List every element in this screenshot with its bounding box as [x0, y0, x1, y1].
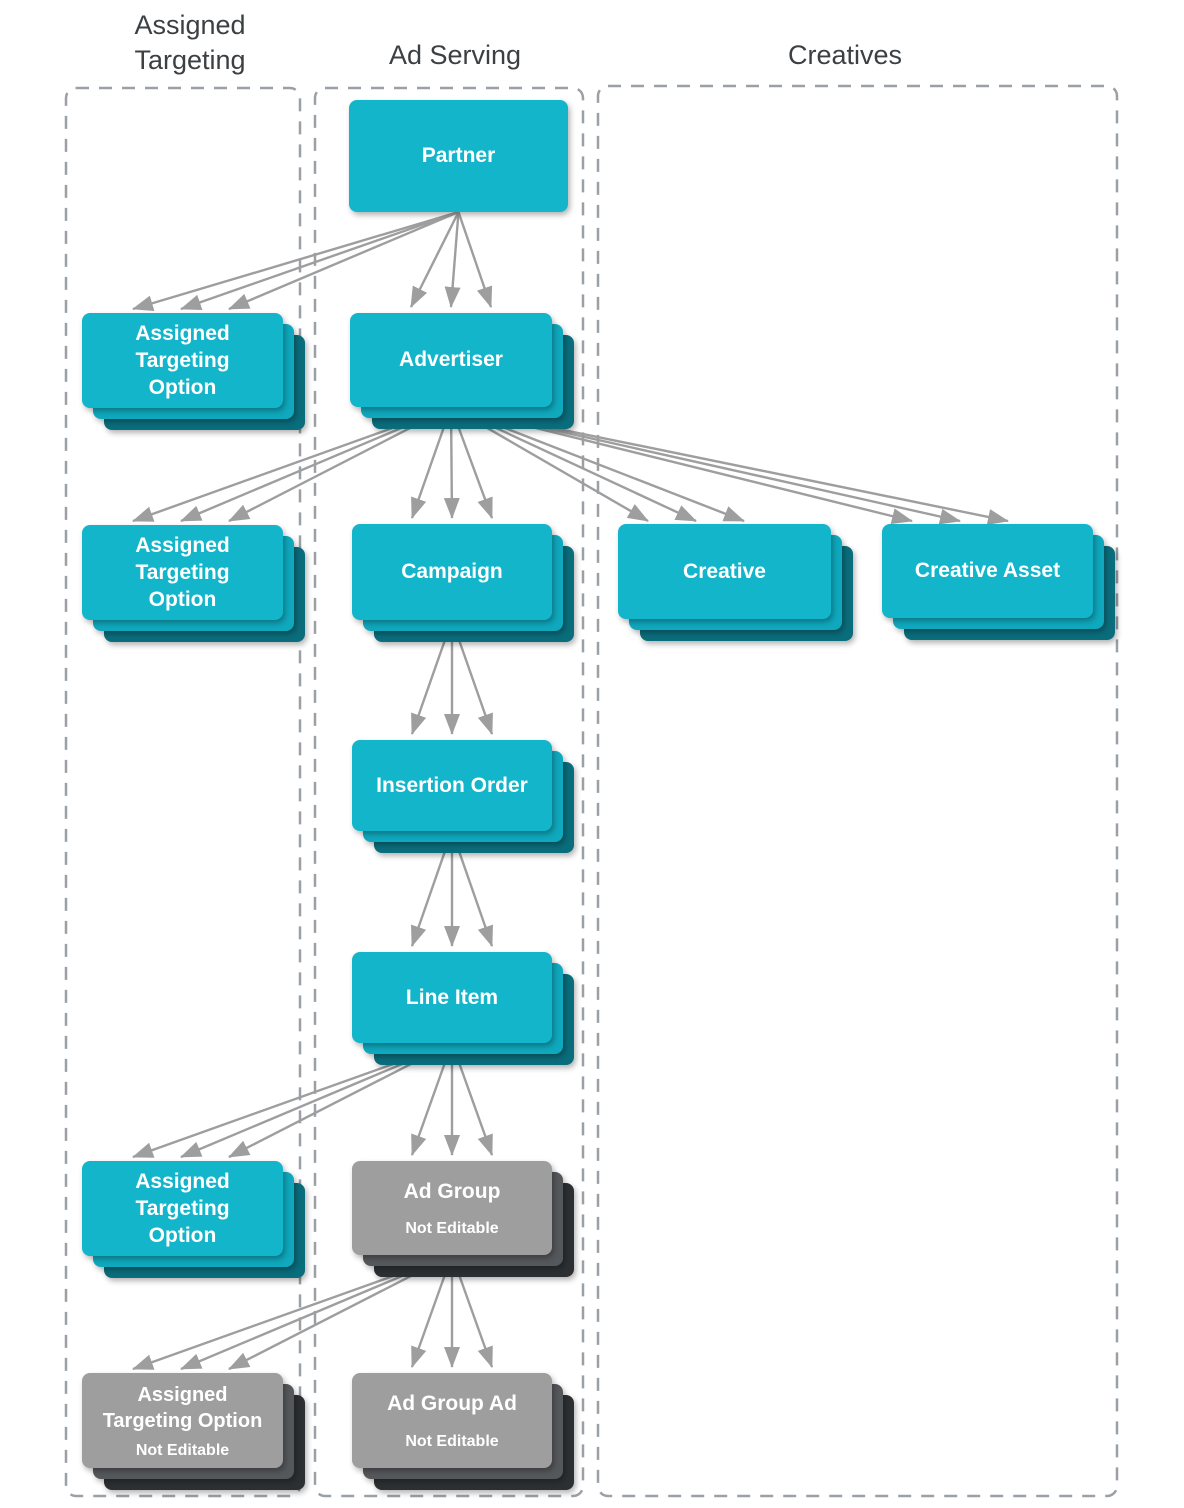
node-ad-group-ad: Ad Group Ad Not Editable	[352, 1373, 574, 1490]
node-campaign: Campaign	[352, 524, 574, 642]
edge-arrow-partner-to-advertiser	[457, 211, 493, 308]
node-insertion-order: Insertion Order	[352, 740, 574, 853]
node-assigned-targeting-option-line-item: Assigned Targeting Option	[82, 1161, 305, 1278]
column-header-ad-serving: Ad Serving	[388, 40, 522, 70]
node-assigned-targeting-option-ad-group: Assigned Targeting Option Not Editable	[82, 1373, 305, 1490]
node-label: Assigned Targeting Option	[102, 1383, 263, 1432]
node-face: Assigned Targeting Option	[82, 525, 283, 620]
node-assigned-targeting-option-advertiser: Assigned Targeting Option	[82, 525, 305, 642]
node-creative: Creative	[618, 524, 853, 641]
node-assigned-targeting-option-partner: Assigned Targeting Option	[82, 313, 305, 430]
node-status: Not Editable	[405, 1432, 499, 1450]
node-partner: Partner	[349, 100, 568, 212]
node-status: Not Editable	[405, 1220, 499, 1238]
node-face: Creative	[618, 524, 831, 619]
column-header-assigned-targeting: Assigned Targeting	[134, 10, 246, 76]
edge-arrow-partner-to-assigned_targeting_option_1	[132, 210, 459, 311]
edge-arrow-partner-to-assigned_targeting_option_1	[180, 210, 459, 311]
node-label: Assigned Targeting Option	[135, 321, 230, 400]
node-label: Line Item	[405, 985, 499, 1009]
node-label: Assigned Targeting Option	[135, 533, 230, 612]
node-creative-asset: Creative Asset	[882, 524, 1115, 640]
node-face: Assigned Targeting Option Not Editable	[82, 1373, 283, 1468]
edge-arrow-partner-to-advertiser	[409, 211, 460, 308]
node-ad-group: Ad Group Not Editable	[352, 1161, 574, 1277]
node-label: Ad Group	[403, 1179, 501, 1203]
node-face: Insertion Order	[352, 740, 552, 831]
node-face: Creative Asset	[882, 524, 1093, 618]
edge-arrow-partner-to-assigned_targeting_option_1	[228, 210, 459, 311]
column-header-creatives: Creatives	[787, 40, 903, 70]
node-label: Creative	[683, 559, 766, 583]
node-label: Partner	[421, 144, 496, 168]
node-label: Advertiser	[399, 348, 503, 372]
node-face: Line Item	[352, 952, 552, 1043]
node-label: Creative Asset	[914, 559, 1061, 583]
column-box-creatives	[596, 84, 1119, 1498]
node-label: Insertion Order	[376, 773, 528, 797]
node-face: Ad Group Ad Not Editable	[352, 1373, 552, 1468]
node-face: Partner	[349, 100, 568, 212]
node-label: Assigned Targeting Option	[135, 1169, 230, 1248]
node-face: Assigned Targeting Option	[82, 1161, 283, 1256]
edge-arrow-partner-to-advertiser	[444, 211, 461, 308]
column-box-assigned-targeting	[64, 86, 302, 1498]
node-face: Assigned Targeting Option	[82, 313, 283, 408]
node-face: Advertiser	[350, 313, 552, 407]
node-face: Ad Group Not Editable	[352, 1161, 552, 1255]
node-label: Ad Group Ad	[387, 1392, 517, 1416]
node-face: Campaign	[352, 524, 552, 620]
node-status: Not Editable	[135, 1441, 230, 1459]
node-label: Campaign	[401, 560, 503, 584]
node-advertiser: Advertiser	[350, 313, 574, 429]
node-line-item: Line Item	[352, 952, 574, 1065]
